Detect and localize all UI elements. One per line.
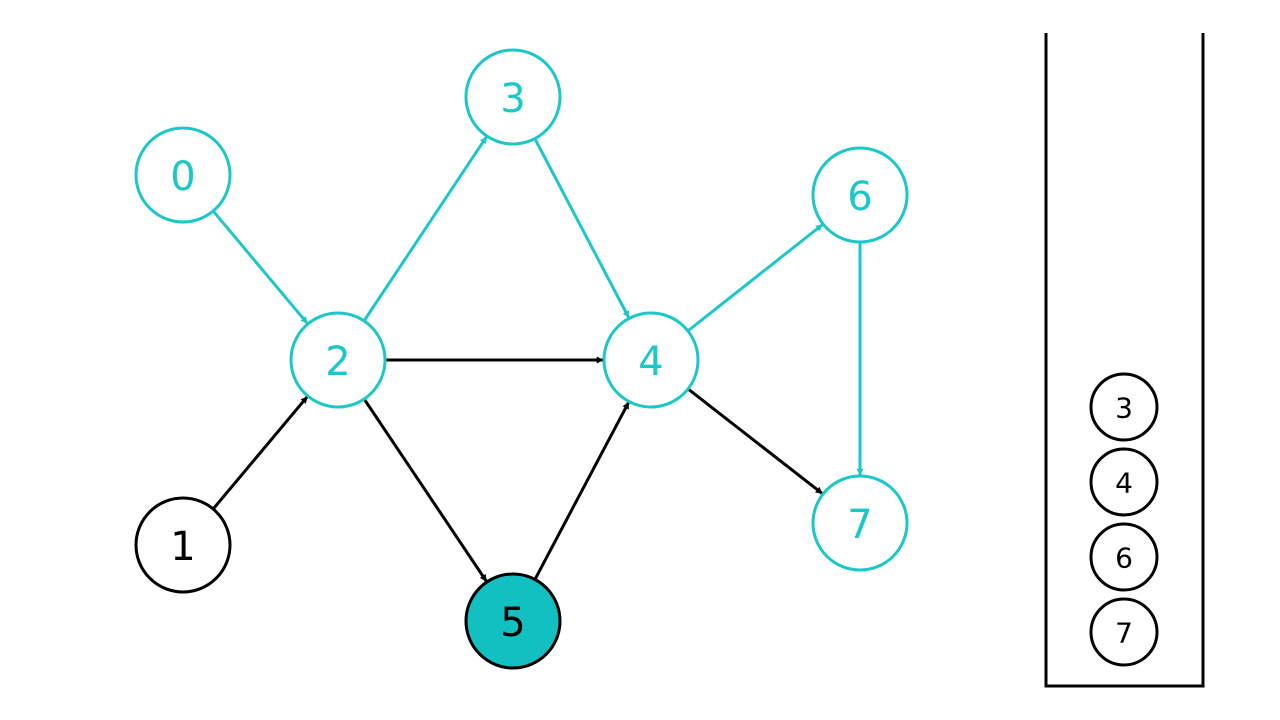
stack-item-label: 3: [1115, 392, 1133, 425]
edge-2-to-5: [362, 398, 488, 582]
node-circle: [602, 311, 700, 409]
stack-item-6: 6: [1089, 522, 1159, 592]
node-label: 6: [847, 174, 872, 220]
stack-item-4: 4: [1089, 447, 1159, 517]
edges-layer: [212, 136, 864, 582]
stack-container: [1044, 33, 1205, 688]
stack-item-label: 6: [1115, 542, 1133, 575]
edge-4-to-6: [686, 223, 824, 333]
edge-5-to-4: [533, 401, 630, 581]
stack-item-circle: [1089, 522, 1159, 592]
edge-3-to-4: [533, 137, 631, 319]
stack-item-label: 4: [1115, 467, 1133, 500]
graph-node-6: 6: [811, 146, 909, 244]
stack-outline: [1044, 33, 1205, 688]
stack-item-circle: [1089, 597, 1159, 667]
node-label: 3: [500, 76, 525, 122]
stack-item-circle: [1089, 447, 1159, 517]
graph-node-7: 7: [811, 474, 909, 572]
node-label: 1: [170, 524, 195, 570]
node-label: 2: [325, 339, 350, 385]
edge-2-to-3: [362, 136, 488, 322]
graph-node-1: 1: [134, 496, 232, 594]
node-circle: [134, 496, 232, 594]
node-circle: [811, 146, 909, 244]
node-circle: [134, 126, 232, 224]
node-circle: [464, 48, 562, 146]
graph-node-5: 5: [464, 572, 562, 670]
node-label: 7: [847, 502, 872, 548]
edge-0-to-2: [212, 210, 309, 325]
graph-node-0: 0: [134, 126, 232, 224]
edge-4-to-7: [687, 387, 824, 495]
node-circle: [289, 311, 387, 409]
graph-node-2: 2: [289, 311, 387, 409]
node-label: 0: [170, 154, 195, 200]
node-label: 4: [638, 339, 663, 385]
edge-1-to-2: [212, 395, 309, 510]
node-circle: [811, 474, 909, 572]
graph-node-3: 3: [464, 48, 562, 146]
stack-item-label: 7: [1115, 617, 1133, 650]
graph-node-4: 4: [602, 311, 700, 409]
node-label: 5: [500, 600, 525, 646]
stack-item-3: 3: [1089, 372, 1159, 442]
stack-item-circle: [1089, 372, 1159, 442]
node-circle: [464, 572, 562, 670]
nodes-layer: 0 1 2 3 4 5 6 7: [134, 48, 909, 670]
stack-item-7: 7: [1089, 597, 1159, 667]
stack-items: 3 4 6 7: [1089, 372, 1159, 667]
